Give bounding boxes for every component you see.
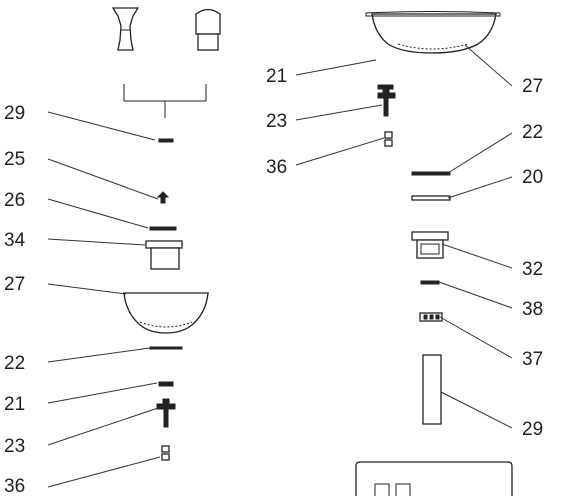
part-27-left-bowl: [123, 292, 209, 334]
cone-nozzle-part: [111, 7, 140, 51]
part-27-right-bowl: [365, 11, 501, 54]
callout-23-right: 23: [266, 111, 287, 132]
part-21-left: [158, 381, 174, 387]
part-23-right: [377, 85, 396, 117]
part-23-left: [156, 398, 176, 428]
callout-37-right: 37: [522, 349, 543, 370]
callout-27-left: 27: [4, 274, 25, 295]
callout-29-right: 29: [522, 419, 543, 440]
part-36-right: [384, 131, 393, 147]
part-20-right: [411, 195, 451, 201]
callout-20-right: 20: [522, 167, 543, 188]
callout-21-right: 21: [266, 66, 287, 87]
part-22-left: [149, 346, 183, 350]
callout-36-left: 36: [4, 476, 25, 496]
part-34-left: [145, 240, 183, 270]
callout-32-right: 32: [522, 259, 543, 280]
callout-38-right: 38: [522, 299, 543, 320]
part-29-right: [422, 354, 442, 425]
part-38-right: [420, 280, 440, 285]
callout-25-left: 25: [4, 149, 25, 170]
callout-22-right: 22: [522, 122, 543, 143]
alternative-bracket: [123, 84, 207, 118]
callout-29-left: 29: [4, 103, 25, 124]
cylinder-head-part: [195, 8, 221, 51]
callout-34-left: 34: [4, 230, 26, 251]
part-37-right: [419, 312, 443, 322]
callout-22-left: 22: [4, 353, 25, 374]
part-29-left: [158, 138, 174, 143]
callout-23-left: 23: [4, 436, 25, 457]
part-25-left: [156, 191, 170, 204]
part-32-right: [411, 231, 449, 259]
part-36-left: [161, 445, 170, 461]
part-26-left: [149, 226, 177, 231]
part-22-right: [411, 171, 451, 176]
callout-36-right: 36: [266, 157, 287, 178]
callout-26-left: 26: [4, 190, 25, 211]
base-housing-part: [355, 461, 513, 496]
callout-21-left: 21: [4, 394, 25, 415]
callout-27-right: 27: [522, 76, 543, 97]
